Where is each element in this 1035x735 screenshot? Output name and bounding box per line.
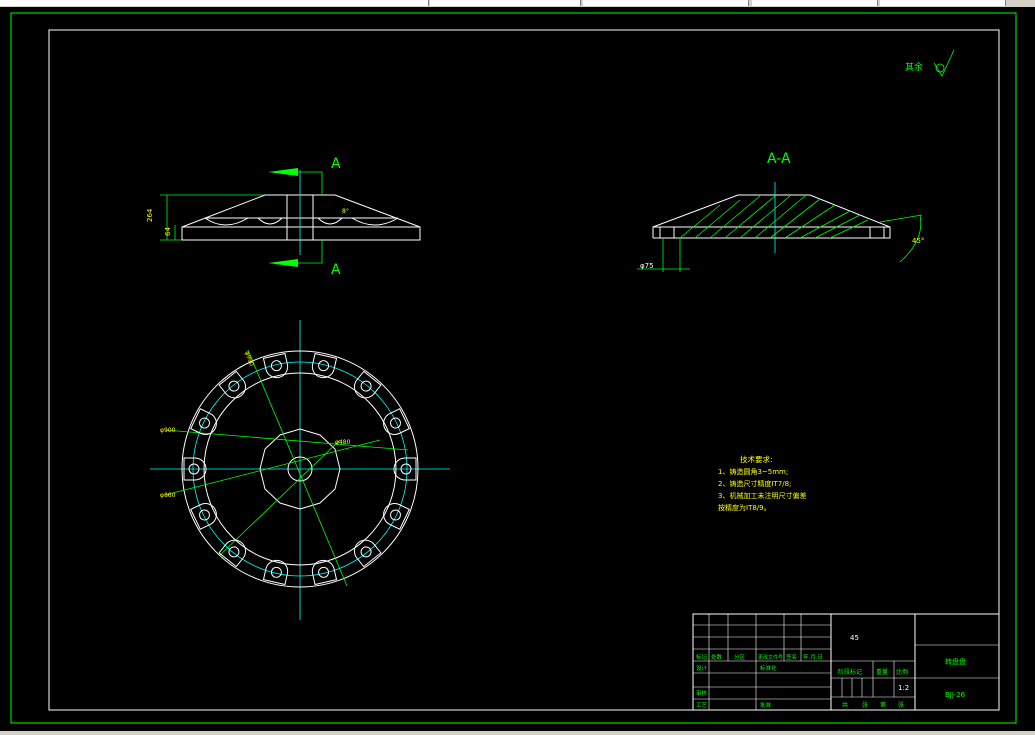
tb-approve: 批准: [760, 701, 772, 709]
tb-header-count: 处数: [711, 653, 723, 661]
title-block: 标记 处数 分区 更改文件号 签名 年.月.日 设计 标准化 审核 工艺 批准 …: [692, 613, 1000, 711]
plan-pocket: [311, 559, 338, 586]
section-angle-arc: [899, 214, 922, 263]
outer-sheet-border: [10, 12, 1017, 724]
tb-header-sign: 签名: [786, 653, 797, 661]
status-strip: [0, 731, 1035, 735]
tb-design: 设计: [696, 664, 708, 672]
cad-toolbar-strip: [0, 0, 1035, 7]
dim-plan-d1: φ990: [243, 350, 255, 367]
plan-hub-polygon: [259, 428, 341, 510]
tb-process: 工艺: [696, 702, 708, 709]
plan-pocket: [383, 503, 410, 530]
toolbar-field-5[interactable]: [880, 0, 1006, 6]
roughness-check-icon: [933, 49, 955, 77]
plan-pocket: [218, 370, 247, 399]
tb-scale: 1:2: [898, 684, 909, 692]
dim-front-small: 64: [164, 227, 172, 236]
tb-standardization: 标准化: [760, 664, 777, 672]
plan-pocket: [353, 539, 382, 568]
inner-frame-border: [48, 29, 1000, 711]
plan-pocket: [353, 370, 382, 399]
section-view: A-A φ75 45°: [637, 151, 924, 272]
section-title: A-A: [767, 151, 791, 167]
dim-plan-d3: φ860: [160, 492, 176, 499]
roughness-label: 其余: [905, 61, 923, 73]
plan-view: φ990 φ900 φ860 φ480: [150, 320, 450, 620]
dim-section-angle: 45°: [912, 237, 924, 245]
tb-header-mark: 标记: [696, 653, 708, 661]
dim-front-height: 264: [146, 208, 154, 222]
section-hatching: [679, 195, 869, 239]
plan-pocket: [393, 457, 417, 481]
section-outline: [652, 194, 891, 239]
notes-line-4: 按精度为IT8/9。: [718, 503, 771, 512]
section-label-top: A: [331, 156, 341, 172]
roughness-circle-icon: [935, 63, 945, 73]
tb-part-name: 转盘盘: [945, 657, 966, 666]
plan-pocket: [183, 457, 207, 481]
tb-material: 45: [850, 634, 859, 642]
plan-outer-circle: [181, 350, 419, 588]
plan-pocket: [218, 539, 247, 568]
roughness-symbol: 其余: [905, 49, 955, 77]
plan-pocket: [262, 559, 289, 586]
notes-line-2: 2、铸造尺寸精度IT7/8;: [718, 479, 791, 488]
drawing-canvas[interactable]: 其余 264 64 A A 8° A-A: [0, 7, 1035, 731]
tb-header-date: 年.月.日: [803, 653, 823, 661]
front-view: 264 64 A A 8°: [146, 156, 421, 278]
plan-pocket: [383, 408, 410, 435]
plan-pocket: [190, 408, 217, 435]
tb-weight-label: 重量: [876, 668, 888, 676]
plan-pocket: [262, 352, 289, 379]
section-arrow-top-icon: [268, 168, 298, 176]
notes-line-3: 3、机械加工未注明尺寸偏差: [718, 491, 806, 500]
section-arrow-bottom-icon: [268, 259, 298, 267]
tb-sheets-total: 共: [842, 701, 848, 709]
notes-title: 技术要求:: [740, 454, 773, 464]
front-pocket-arcs: [204, 217, 399, 226]
tb-review: 审核: [696, 689, 708, 697]
plan-pocket: [311, 352, 338, 379]
dim-plan-d4: φ480: [335, 439, 351, 446]
tb-sheets-number: 第: [880, 701, 886, 709]
plan-leader-lines: [164, 349, 409, 587]
section-label-bottom: A: [331, 262, 341, 278]
toolbar-field-1[interactable]: [0, 0, 429, 6]
dim-section-width: φ75: [640, 262, 654, 270]
toolbar-field-2[interactable]: [430, 0, 581, 6]
tb-header-zone: 分区: [734, 653, 746, 661]
tb-scale-label: 比例: [896, 668, 908, 676]
tb-sheets-unit-1: 张: [862, 701, 868, 709]
dim-plan-d2: φ900: [160, 427, 176, 434]
toolbar-field-4[interactable]: [752, 0, 878, 6]
tb-header-change-doc: 更改文件号: [758, 654, 783, 661]
tb-sheets-unit-2: 张: [898, 701, 904, 709]
plan-center-hole: [287, 456, 313, 482]
plan-pockets: [183, 352, 417, 586]
technical-notes: 技术要求: 1、铸造圆角3~5mm; 2、铸造尺寸精度IT7/8; 3、机械加工…: [718, 454, 806, 512]
tb-stage-label: 阶段标记: [838, 668, 862, 676]
tb-drawing-no: BJJ-26: [945, 691, 966, 699]
plan-bolt-circle: [192, 361, 408, 577]
dim-front-angle: 8°: [342, 208, 349, 215]
toolbar-field-3[interactable]: [583, 0, 749, 6]
plan-pocket: [190, 503, 217, 530]
notes-line-1: 1、铸造圆角3~5mm;: [718, 467, 788, 476]
